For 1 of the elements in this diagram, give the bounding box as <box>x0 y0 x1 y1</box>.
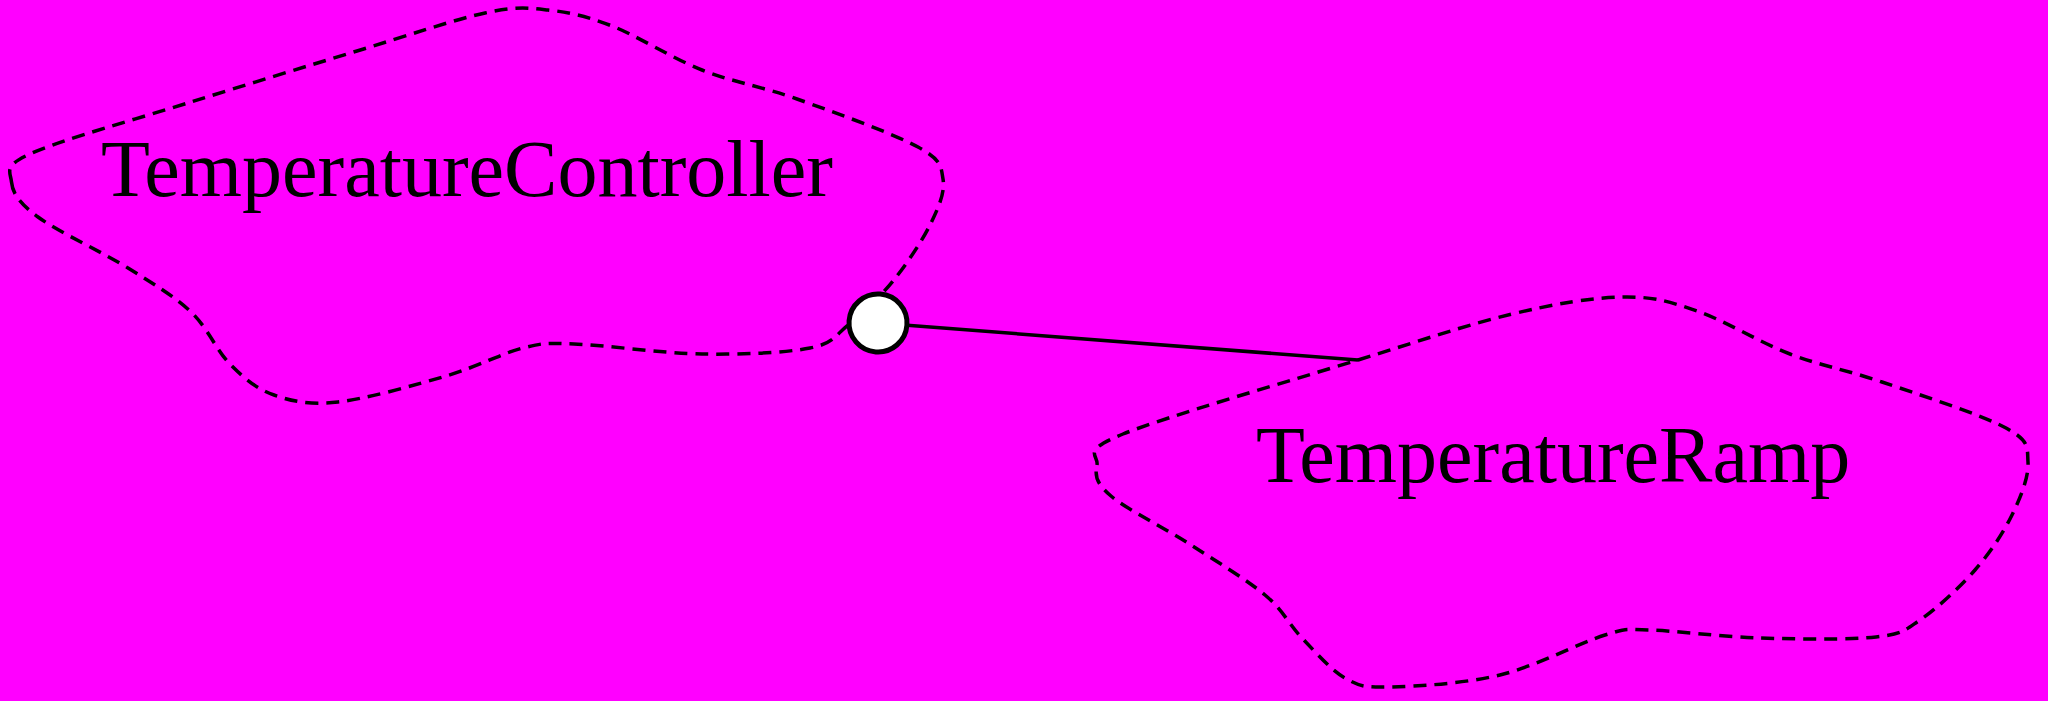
association-line <box>846 291 1359 362</box>
